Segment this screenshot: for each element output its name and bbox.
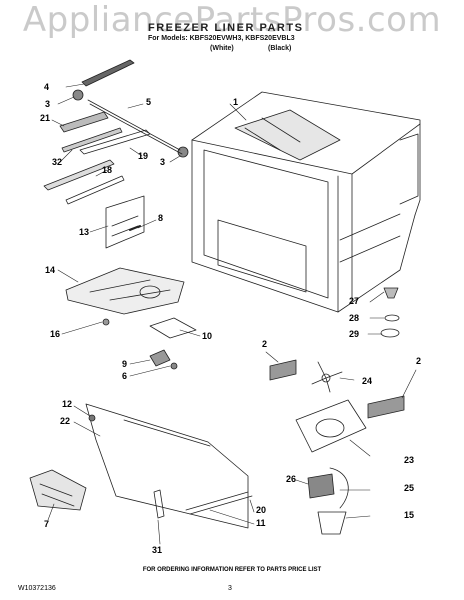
part-2-pad-right — [367, 395, 405, 419]
ordering-note: FOR ORDERING INFORMATION REFER TO PARTS … — [142, 567, 322, 573]
part-22-panel — [85, 403, 249, 529]
callout-5: 5 — [146, 97, 152, 107]
part-13-bracket — [105, 195, 145, 249]
part-24-fan — [311, 361, 343, 393]
callout-11: 11 — [256, 518, 266, 528]
callout-27: 27 — [349, 296, 360, 306]
part-10-pad — [149, 317, 197, 339]
callout-3-upper: 3 — [45, 99, 51, 109]
part-27-fitting — [383, 287, 399, 299]
models-line: For Models: KBFS20EVWH3, KBFS20EVBL3 — [148, 35, 295, 42]
part-28-seal — [384, 314, 400, 322]
part-32-slide — [61, 127, 123, 153]
callout-18: 18 — [102, 165, 113, 175]
document-number: W10372136 — [18, 585, 56, 592]
part-12-screw — [88, 414, 96, 422]
callout-31: 31 — [152, 545, 163, 555]
part-4-rail — [81, 59, 135, 87]
callout-23: 23 — [404, 455, 415, 465]
callout-14: 14 — [45, 265, 56, 275]
part-26-motor — [307, 473, 335, 499]
callout-10: 10 — [202, 331, 213, 341]
callout-15: 15 — [404, 510, 415, 520]
callout-9: 9 — [122, 359, 128, 369]
freezer-liner-drawing — [191, 91, 421, 313]
part-31-clip — [153, 489, 165, 519]
callout-29: 29 — [349, 329, 360, 339]
callout-1: 1 — [233, 97, 239, 107]
callout-16: 16 — [50, 329, 61, 339]
callout-26: 26 — [286, 474, 297, 484]
part-6-bulb — [170, 362, 178, 370]
part-19-rail — [79, 129, 151, 155]
part-18-rail — [43, 159, 115, 191]
part-9-damper — [149, 349, 171, 367]
part-8-screw — [129, 225, 141, 231]
part-5-rod — [87, 99, 183, 155]
page-title: FREEZER LINER PARTS — [148, 22, 304, 34]
page-number: 3 — [228, 585, 232, 592]
part-3-knob-lower — [177, 146, 189, 158]
part-29-cap — [380, 328, 400, 338]
part-25-harness — [329, 467, 349, 509]
part-16-clip — [102, 318, 110, 326]
callout-32: 32 — [52, 157, 63, 167]
callout-25: 25 — [404, 483, 415, 493]
part-15-bracket — [317, 511, 347, 535]
callout-6: 6 — [122, 371, 128, 381]
callout-3-lower: 3 — [160, 157, 166, 167]
callout-13: 13 — [79, 227, 90, 237]
part-20-strip — [185, 491, 253, 515]
callout-2-right: 2 — [416, 356, 422, 366]
callout-28: 28 — [349, 313, 360, 323]
callout-21: 21 — [40, 113, 51, 123]
part-23-housing — [295, 399, 367, 453]
callout-24: 24 — [362, 376, 373, 386]
part-2-pad-left — [269, 359, 297, 381]
part-14-cover — [65, 267, 185, 315]
part-7-grille — [29, 469, 87, 511]
callout-7: 7 — [44, 519, 50, 529]
callout-12: 12 — [62, 399, 73, 409]
watermark: AppliancePartsPros.com — [22, 0, 442, 40]
part-18-rail-b — [65, 175, 125, 205]
part-21-bracket — [59, 111, 109, 133]
callout-22: 22 — [60, 416, 71, 426]
variant-white-label: (White) — [210, 45, 234, 52]
callout-8: 8 — [158, 213, 164, 223]
variant-black-label: (Black) — [268, 45, 292, 52]
callout-2-left: 2 — [262, 339, 268, 349]
callout-20: 20 — [256, 505, 267, 515]
part-3-knob-upper — [72, 89, 84, 101]
callout-19: 19 — [138, 151, 149, 161]
leader-lines — [47, 83, 417, 545]
callout-4: 4 — [44, 82, 50, 92]
